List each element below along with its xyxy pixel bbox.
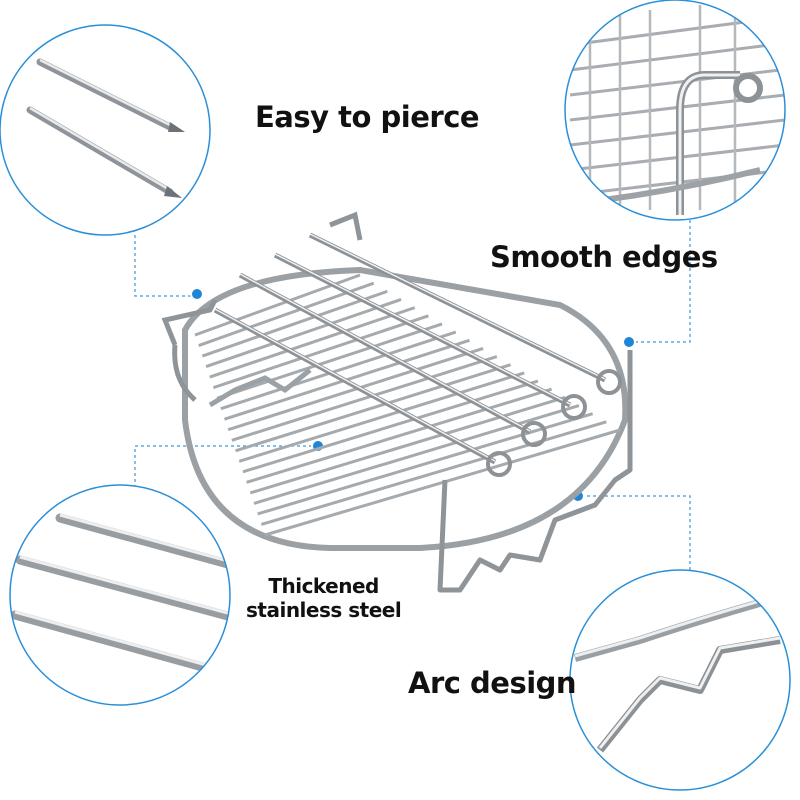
callout-thickened-stainless-steel: Thickened stainless steel	[246, 574, 402, 622]
zoom-circle-steel-bars-icon	[9, 484, 231, 706]
callout-arc-design: Arc design	[408, 666, 577, 700]
leader-smooth	[628, 220, 691, 343]
leader-arc	[578, 495, 691, 570]
callout-easy-to-pierce: Easy to pierce	[255, 100, 480, 134]
dot-smooth	[622, 335, 636, 349]
grid-bar	[231, 355, 498, 442]
grid-bar	[209, 306, 416, 379]
callout-steel-line1: Thickened	[268, 574, 379, 598]
zoom-circle-hook-edge-icon	[564, 0, 786, 221]
grid-bar	[212, 314, 429, 390]
grid-bar	[246, 387, 553, 484]
grid-bar	[249, 395, 566, 495]
skewer	[238, 272, 547, 447]
grid-bar	[201, 289, 388, 358]
grid-bar	[220, 330, 457, 411]
leader-lines	[134, 220, 691, 570]
grid-bar	[253, 404, 580, 505]
zoom-circle-arc-wire-icon	[569, 569, 791, 791]
grid-bar	[238, 371, 525, 463]
leader-steel	[134, 445, 318, 500]
zoom-circle-skewer-tips-icon	[0, 24, 211, 236]
skewer	[273, 252, 587, 420]
grid-bar	[198, 281, 375, 347]
grid-bar	[257, 412, 594, 516]
grid-bar	[242, 379, 539, 474]
grid-bar	[260, 420, 607, 526]
callout-smooth-edges: Smooth edges	[490, 240, 718, 274]
skewer	[213, 307, 512, 477]
air-fryer-rack	[161, 211, 633, 593]
leader-pierce	[134, 235, 196, 297]
dot-pierce	[190, 287, 204, 301]
grid-bar	[205, 298, 402, 368]
grid-bar	[216, 322, 443, 400]
skewer	[308, 232, 622, 395]
grid-bar	[235, 363, 511, 453]
callout-steel-line2: stainless steel	[246, 598, 402, 622]
